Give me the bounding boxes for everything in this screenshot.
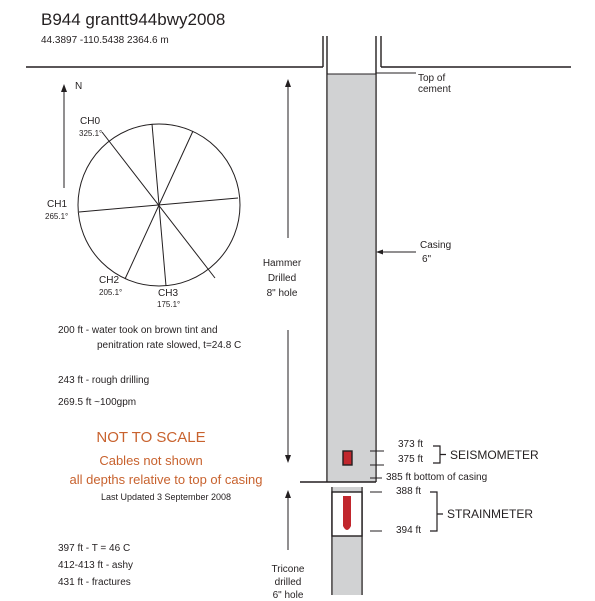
- site-title: B944 grantt944bwy2008: [41, 10, 226, 29]
- depth-373ft: 373 ft: [398, 439, 424, 450]
- depth-388ft: 388 ft: [396, 486, 422, 497]
- channel-label-ch0: CH0: [80, 116, 101, 127]
- channel-label-ch2: CH2: [99, 275, 120, 286]
- strainmeter-sensor: [343, 496, 351, 530]
- compass-circle: [77, 123, 241, 287]
- channel-angle-ch2: 205.1°: [99, 288, 123, 297]
- note-269ft: 269.5 ft ~100gpm: [58, 397, 137, 408]
- tricone-label-3: 6" hole: [272, 590, 304, 601]
- north-label: N: [75, 81, 83, 92]
- depth-394ft: 394 ft: [396, 525, 422, 536]
- channel-angle-ch1: 265.1°: [45, 212, 69, 221]
- note-431ft: 431 ft - fractures: [58, 577, 131, 588]
- top-of-cement-label-2: cement: [418, 84, 451, 95]
- note-200ft-cont: penitration rate slowed, t=24.8 C: [97, 340, 242, 351]
- not-to-scale-note: NOT TO SCALE: [96, 429, 206, 446]
- top-of-cement-label: Top of: [418, 73, 446, 84]
- channel-angle-ch0: 325.1°: [79, 129, 103, 138]
- cement-fill: [327, 74, 376, 482]
- depth-375ft: 375 ft: [398, 454, 424, 465]
- hammer-drilled-label: Hammer: [262, 258, 302, 269]
- strainmeter-bracket: [430, 491, 443, 532]
- hammer-drilled-label-3: 8" hole: [266, 288, 298, 299]
- compass-line-ch3: [151, 123, 167, 287]
- casing-label: Casing: [420, 240, 452, 251]
- tricone-label: Tricone: [271, 564, 305, 575]
- depths-note: all depths relative to top of casing: [69, 472, 263, 487]
- strainmeter-label: STRAINMETER: [447, 507, 534, 521]
- cables-note: Cables not shown: [99, 453, 203, 468]
- channel-label-ch3: CH3: [158, 288, 179, 299]
- channel-label-ch1: CH1: [47, 199, 68, 210]
- seismometer-label: SEISMOMETER: [450, 448, 539, 462]
- seismometer-sensor: [342, 450, 353, 466]
- note-397ft: 397 ft - T = 46 C: [58, 543, 131, 554]
- note-200ft: 200 ft - water took on brown tint and: [58, 325, 218, 336]
- note-412ft: 412-413 ft - ashy: [58, 560, 134, 571]
- note-243ft: 243 ft - rough drilling: [58, 375, 150, 386]
- site-coordinates: 44.3897 -110.5438 2364.6 m: [41, 35, 169, 46]
- seismometer-bracket: [433, 445, 446, 464]
- casing-size-label: 6": [422, 254, 432, 265]
- last-updated: Last Updated 3 September 2008: [100, 492, 232, 502]
- bottom-of-casing-label: 385 ft bottom of casing: [386, 472, 488, 483]
- hammer-drilled-label-2: Drilled: [267, 273, 297, 284]
- tricone-label-2: drilled: [274, 577, 302, 588]
- channel-angle-ch3: 175.1°: [157, 300, 181, 309]
